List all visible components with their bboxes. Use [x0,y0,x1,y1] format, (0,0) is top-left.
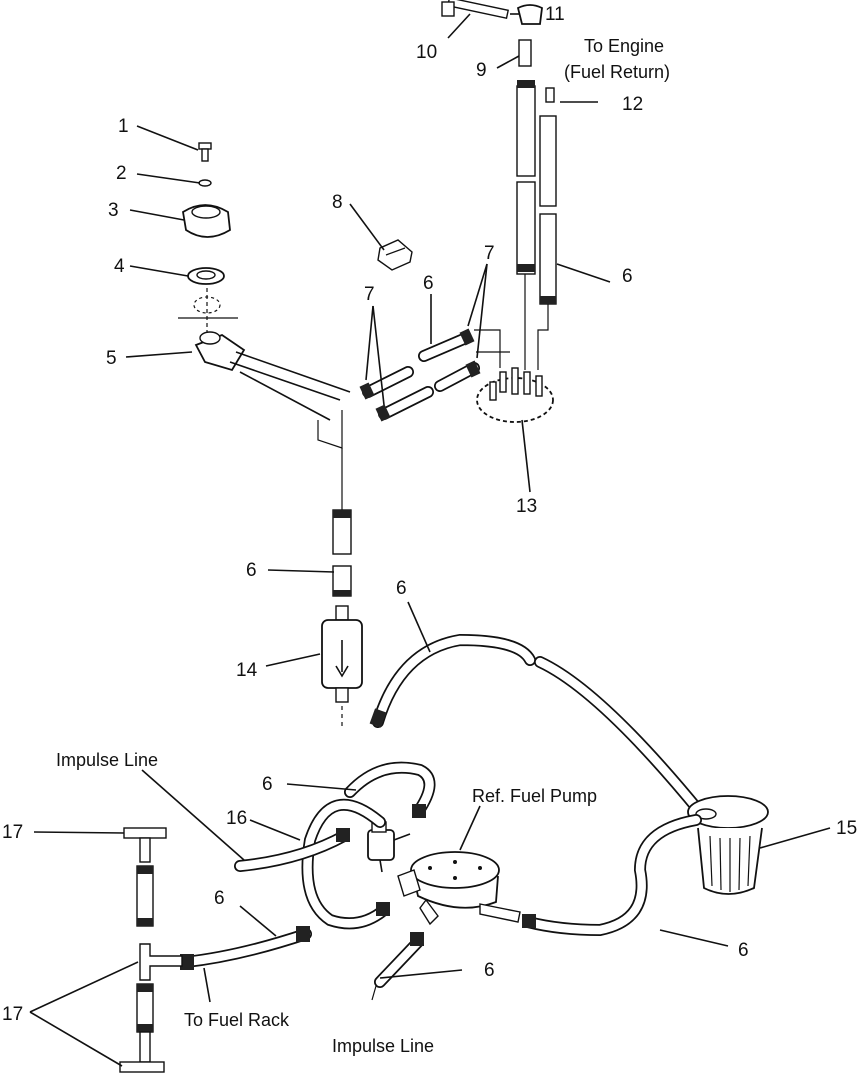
gasket-part-4 [187,267,225,285]
callout-6g: 6 [738,940,749,961]
callout-17a: 17 [2,822,23,843]
tank-outline [317,410,343,449]
label-fuel-return: (Fuel Return) [564,62,670,82]
long-hose-to-tank [369,633,706,818]
label-ref-fuel-pump: Ref. Fuel Pump [472,786,597,806]
part-9 [518,39,532,67]
callout-6e: 6 [262,774,273,795]
lower-impulse-hose [371,932,424,1001]
callout-7b: 7 [484,243,495,264]
fuel-filter-part-14 [321,605,363,730]
callout-5: 5 [106,348,117,369]
callout-6c: 6 [246,560,257,581]
label-impulse-line-top: Impulse Line [56,750,158,770]
callout-6a: 6 [423,273,434,294]
fuel-cap-part-3 [182,204,231,238]
leader-lines [29,13,831,1067]
filter-part-15 [687,795,769,895]
callout-12: 12 [622,94,643,115]
label-to-fuel-rack: To Fuel Rack [184,1010,290,1030]
hose-to-fuel-rack [180,926,312,970]
callout-6d: 6 [396,578,407,599]
clip-part-8 [377,239,413,271]
hose-tank-to-pump [522,814,702,937]
callout-6h: 6 [484,960,495,981]
label-impulse-line-bottom: Impulse Line [332,1036,434,1056]
filler-neck-part-5 [178,288,351,421]
fuel-pickup-part-13 [476,367,554,423]
callout-16: 16 [226,808,247,829]
check-valve [367,821,411,873]
callout-13: 13 [516,496,537,517]
washer-part-2 [198,179,212,187]
loop-hose [301,761,436,930]
part-11 [516,4,543,25]
callout-8: 8 [332,192,343,213]
callout-17b: 17 [2,1004,23,1025]
screw-part-1 [198,142,212,162]
tee-fitting-part-17 [119,827,183,1073]
callout-2: 2 [116,163,127,184]
callout-15: 15 [836,818,857,839]
label-to-engine: To Engine [584,36,664,56]
callout-14: 14 [236,660,258,681]
callout-3: 3 [108,200,119,221]
callout-numbers: 1 2 3 4 5 8 7 6 7 10 11 9 12 6 13 6 6 14… [2,4,857,1025]
callout-9: 9 [476,60,487,81]
callout-7a: 7 [364,284,375,305]
fuel-line-to-filter [332,448,352,597]
part-10 [441,0,510,19]
vent-hoses [359,328,510,422]
callout-4: 4 [114,256,125,277]
return-hoses [516,80,557,370]
callout-11: 11 [545,4,565,25]
impulse-hose-part-16 [234,828,350,872]
fuel-pump [397,851,521,926]
callout-10: 10 [416,42,437,63]
text-labels: To Engine (Fuel Return) Impulse Line Ref… [56,36,670,1056]
callout-6f: 6 [214,888,225,909]
callout-1: 1 [118,116,129,137]
callout-6b: 6 [622,266,633,287]
